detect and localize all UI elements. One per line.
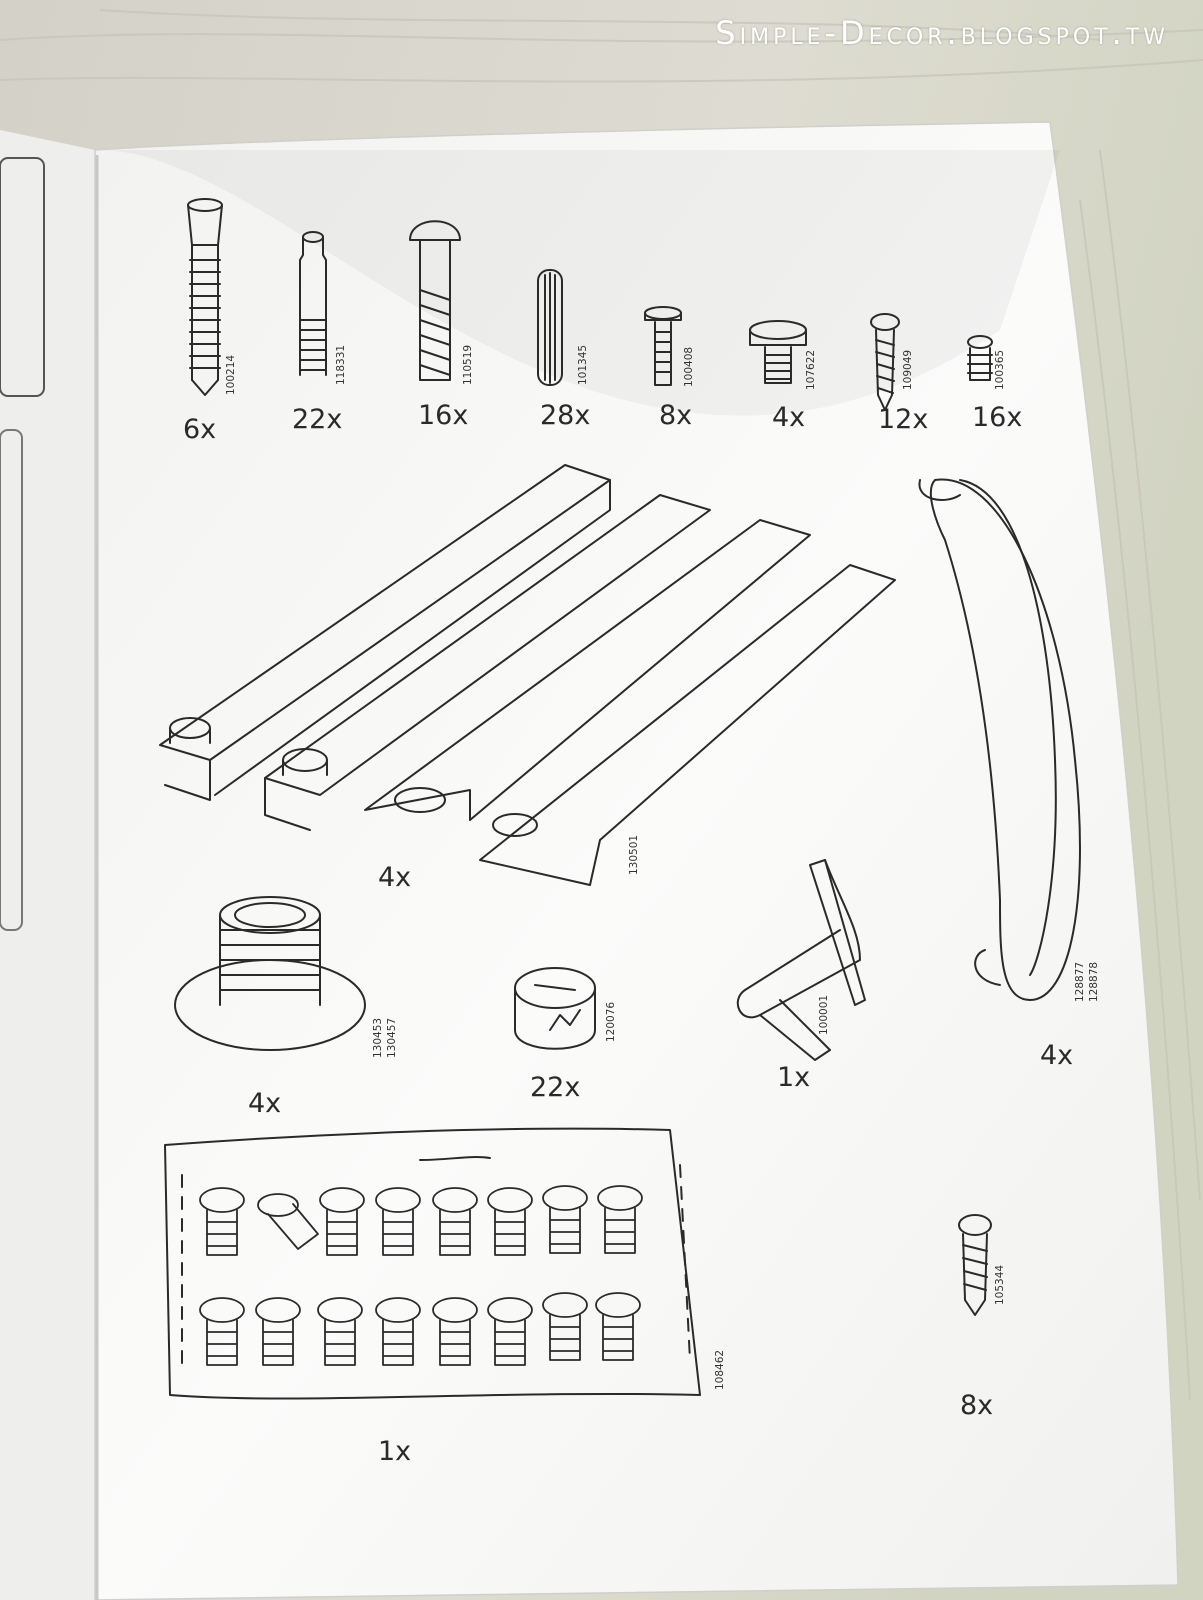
wood-dowel-icon [537,269,563,386]
qty-cap-screw: 4x [772,402,806,433]
machine-screw-icon [644,306,682,386]
code-foot-b: 130457 [386,1017,398,1058]
code-euro-screw: 100365 [994,349,1006,390]
code-foot-a: 130453 [372,1017,384,1058]
qty-wood-dowel: 28x [540,400,591,431]
watermark-text: Simple-Decor.blogspot.tw [715,14,1169,52]
qty-foot: 4x [248,1088,282,1119]
handle-icon [918,478,1081,1001]
qty-euro-screw: 16x [972,402,1023,433]
qty-wood-screw: 12x [878,404,929,435]
qty-drawer-rail: 4x [378,862,412,893]
code-screw-bag: 108462 [714,1349,726,1390]
code-drawer-rail: 130501 [628,834,640,875]
qty-small-screw: 8x [960,1390,994,1421]
bag-screws [199,1185,643,1366]
wood-screw-icon [870,313,900,411]
qty-allen-key: 1x [777,1062,811,1093]
qty-machine-screw: 8x [659,400,693,431]
cam-lock-icon [514,967,596,1050]
code-machine-screw: 100408 [683,346,695,387]
qty-dowel-bolt: 22x [292,404,343,435]
code-allen-key: 100001 [818,994,830,1035]
plug-icon [409,220,461,381]
code-dowel-bolt: 118331 [335,344,347,385]
qty-cam-lock: 22x [530,1072,581,1103]
foot-icon [174,896,366,1051]
allen-key-icon [736,859,866,1061]
code-handle-b: 128878 [1088,961,1100,1002]
drawer-rail-icon [159,464,896,886]
cam-bolt-icon [187,198,223,396]
code-cap-screw: 107622 [805,349,817,390]
dowel-bolt-icon [299,231,327,376]
qty-screw-bag: 1x [378,1436,412,1467]
code-handle-a: 128877 [1074,961,1086,1002]
code-cam-lock: 120076 [605,1001,617,1042]
qty-plug: 16x [418,400,469,431]
small-screw-icon [958,1214,992,1316]
code-wood-screw: 109049 [902,349,914,390]
code-plug: 110519 [462,344,474,385]
qty-handle: 4x [1040,1040,1074,1071]
cap-screw-icon [749,320,807,384]
euro-screw-icon [967,335,993,381]
qty-cam-bolt: 6x [183,414,217,445]
screw-bag-icon [164,1127,701,1400]
code-cam-bolt: 100214 [225,354,237,395]
code-small-screw: 105344 [994,1264,1006,1305]
code-wood-dowel: 101345 [577,344,589,385]
